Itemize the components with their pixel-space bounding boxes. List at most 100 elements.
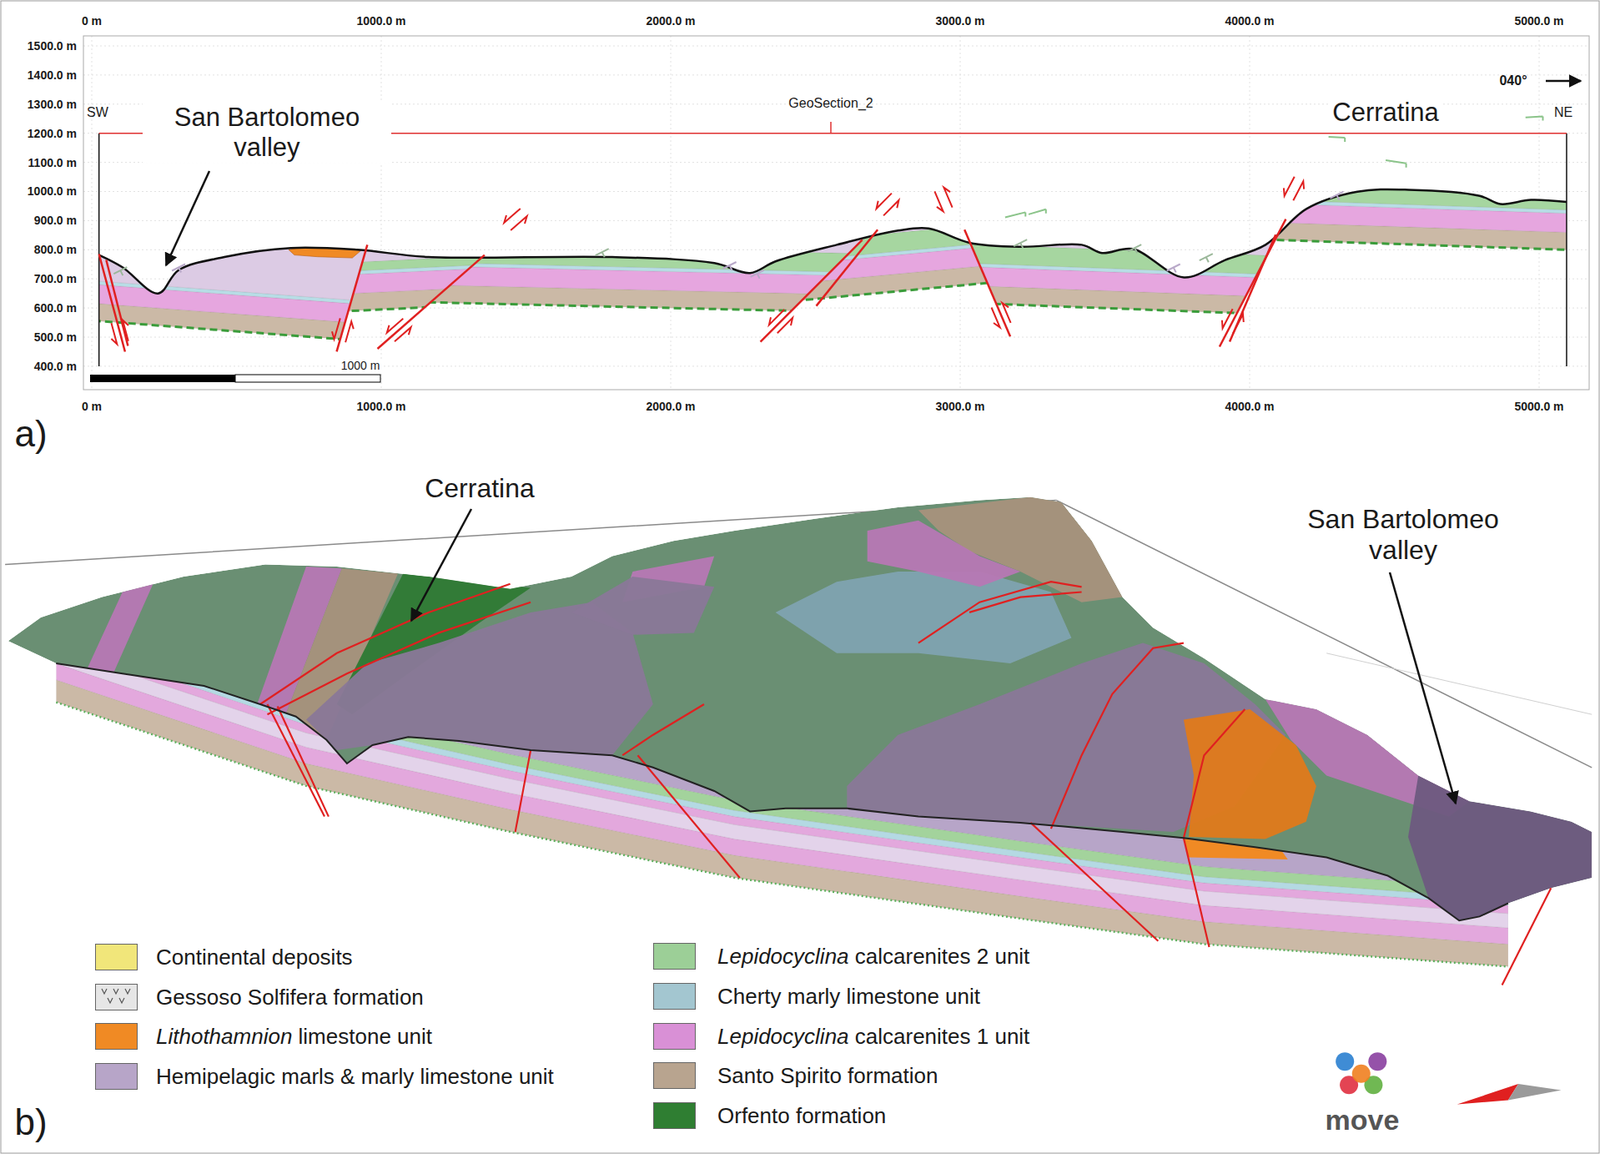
legend-item: Hemipelagic marls & marly limestone unit xyxy=(95,1061,554,1091)
grid-line xyxy=(670,35,672,390)
topography-line xyxy=(55,663,1509,921)
fault-line xyxy=(515,749,531,832)
scale-bar-black xyxy=(90,374,236,383)
axis-tick-label: 5000.0 m xyxy=(1514,399,1564,413)
legend-text: Lithothamnion limestone unit xyxy=(155,1023,433,1050)
dip-symbol xyxy=(1525,115,1544,121)
fault-line xyxy=(1051,643,1184,830)
axis-tick-label: 0 m xyxy=(81,399,102,413)
fault-line xyxy=(964,229,1011,337)
fault-line xyxy=(969,592,1082,613)
legend-swatch xyxy=(95,1022,138,1050)
outcrop-patch xyxy=(775,571,1072,664)
fault-block xyxy=(923,0,1327,317)
axis-tick-label: 1000.0 m xyxy=(356,14,406,28)
fault-slip-arrow xyxy=(1283,176,1295,197)
fault-line xyxy=(1502,887,1552,985)
fault-line xyxy=(377,255,484,349)
fault-line xyxy=(267,602,532,715)
cross-section-panel xyxy=(81,0,1590,390)
leader-arrow xyxy=(411,508,472,621)
fault-line xyxy=(267,704,326,817)
leader-arrow xyxy=(1389,572,1456,804)
legend-swatch xyxy=(653,1101,696,1129)
panel-letter: b) xyxy=(14,1101,47,1144)
dip-symbol xyxy=(171,264,186,273)
section-edge xyxy=(1565,133,1568,367)
axis-tick-label: 2000.0 m xyxy=(645,399,695,413)
scale-bar-white xyxy=(235,374,381,383)
fault-line xyxy=(638,754,740,878)
axis-tick-label: 1100.0 m xyxy=(28,155,77,170)
logo-mark xyxy=(1352,1064,1371,1083)
direction-arrow xyxy=(1545,80,1581,83)
axis-tick-label: 3000.0 m xyxy=(935,14,985,28)
legend-text: Lepidocyclina calcarenites 2 unit xyxy=(717,943,1030,970)
pattern-mark xyxy=(101,988,107,994)
legend-text: Lepidocyclina calcarenites 1 unit xyxy=(717,1023,1030,1050)
fault-block xyxy=(1195,0,1585,251)
place-label: Cerratina xyxy=(1328,97,1443,128)
axis-tick-label: 3000.0 m xyxy=(935,399,985,413)
outcrop-patch xyxy=(86,583,154,676)
topography-line xyxy=(99,189,1567,294)
fault-line xyxy=(260,583,511,705)
formation-base-line xyxy=(347,300,946,315)
fault-slip-arrow xyxy=(934,191,943,212)
outcrop-patch xyxy=(867,520,1022,588)
grid-line xyxy=(1249,35,1251,390)
axis-tick-label: 900.0 m xyxy=(34,213,77,227)
section-name: GeoSection_2 xyxy=(788,95,873,111)
fault-line xyxy=(1183,709,1245,838)
fault-slip-arrow xyxy=(991,307,1001,328)
fault-slip-arrow xyxy=(510,216,528,231)
north-arrow xyxy=(1457,1083,1519,1105)
fault-line xyxy=(1030,822,1158,941)
fault-slip-arrow xyxy=(394,327,412,342)
legend-item: Cherty marly limestone unit xyxy=(653,981,981,1011)
dip-symbol xyxy=(723,261,737,271)
fault-line xyxy=(622,704,705,755)
axis-tick-label: 400.0 m xyxy=(34,359,77,373)
pattern-mark xyxy=(125,988,131,994)
fault-line xyxy=(918,581,1082,643)
dip-symbol xyxy=(1385,160,1407,168)
fault-slip-arrow xyxy=(943,187,952,208)
grid-line xyxy=(83,74,1590,76)
outcrop-patch xyxy=(1408,775,1592,921)
outcrop-patch xyxy=(306,602,654,756)
fault-slip-arrow xyxy=(332,317,341,339)
dip-symbol xyxy=(1167,264,1181,273)
axis-tick-label: 800.0 m xyxy=(34,242,77,257)
dip-symbol xyxy=(1013,239,1027,248)
axis-tick-label: 4000.0 m xyxy=(1224,399,1274,413)
dip-symbol xyxy=(113,266,127,276)
legend-text: Gessoso Solfifera formation xyxy=(155,984,424,1011)
axis-tick-label: 700.0 m xyxy=(34,271,77,286)
legend-text: Continental deposits xyxy=(155,944,353,971)
legend-item: Continental deposits xyxy=(95,942,353,972)
legend-item: Lepidocyclina calcarenites 1 unit xyxy=(653,1021,1030,1051)
fault-slip-arrow xyxy=(345,321,354,343)
north-arrow xyxy=(1508,1083,1562,1101)
logo-mark xyxy=(1368,1051,1387,1071)
rock-layer xyxy=(923,0,1327,258)
fault-line xyxy=(1183,837,1210,947)
fault-slip-arrow xyxy=(1222,308,1233,328)
fault-line xyxy=(105,260,128,347)
legend-item: Lepidocyclina calcarenites 2 unit xyxy=(653,941,1030,971)
legend-item: Lithothamnion limestone unit xyxy=(95,1021,433,1051)
rock-layer xyxy=(347,0,946,256)
dip-symbol xyxy=(1328,136,1346,142)
legend-text: Hemipelagic marls & marly limestone unit xyxy=(155,1063,554,1090)
section-trace-tick xyxy=(830,121,832,134)
fault-line xyxy=(337,244,368,352)
dip-symbol xyxy=(1028,209,1047,215)
axis-tick-label: 2000.0 m xyxy=(645,14,695,28)
axis-tick-label: 1000.0 m xyxy=(356,399,406,413)
legend-text: Cherty marly limestone unit xyxy=(717,983,981,1010)
rock-layer xyxy=(1195,178,1585,211)
legend-item: Orfento formation xyxy=(653,1101,886,1130)
axis-tick-label: 1400.0 m xyxy=(27,68,77,82)
